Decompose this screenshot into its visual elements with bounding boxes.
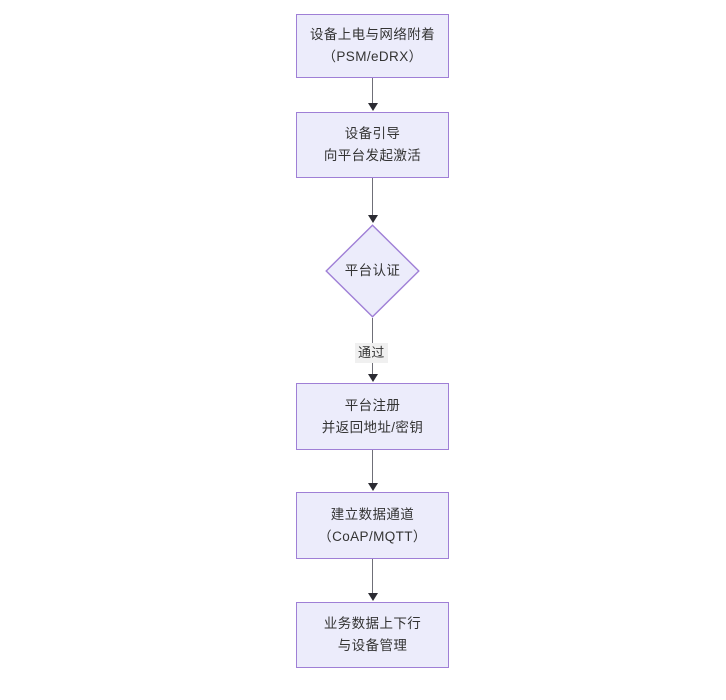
node-establish-data-channel-line-1: 建立数据通道 [330,506,415,522]
edge-n4-n5-arrowhead [367,483,378,491]
node-business-data-device-mgmt-line-2: 与设备管理 [337,638,408,653]
node-platform-auth-label: 平台认证 [344,263,401,278]
edge-n2-n3 [372,178,374,216]
node-device-bootstrap-line-1: 设备引导 [344,126,401,141]
node-platform-register-line-1: 平台注册 [344,397,401,413]
node-business-data-device-mgmt-line-1: 业务数据上下行 [323,616,422,631]
node-business-data-device-mgmt[interactable]: 业务数据上下行 与设备管理 [296,602,449,668]
diamond-shape-icon [325,224,420,318]
node-device-bootstrap-line-2: 向平台发起激活 [323,148,422,163]
edge-n3-n4-arrowhead [367,374,378,382]
node-platform-auth-decision[interactable]: 平台认证 [325,224,420,318]
edge-n1-n2 [372,78,374,104]
node-power-on-attach[interactable]: 设备上电与网络附着 （PSM/eDRX） [296,14,449,78]
node-power-on-attach-line-2: （PSM/eDRX） [322,49,423,64]
edge-n2-n3-arrowhead [367,215,378,223]
node-platform-register[interactable]: 平台注册 并返回地址/密钥 [296,383,449,450]
node-platform-register-line-2: 并返回地址/密钥 [321,419,424,435]
edge-n4-n5 [372,450,374,484]
edge-label-pass: 通过 [355,343,388,363]
node-establish-data-channel-line-2: （CoAP/MQTT） [318,528,427,544]
node-establish-data-channel[interactable]: 建立数据通道 （CoAP/MQTT） [296,492,449,559]
node-device-bootstrap[interactable]: 设备引导 向平台发起激活 [296,112,449,178]
node-power-on-attach-line-1: 设备上电与网络附着 [309,27,436,42]
edge-n5-n6-arrowhead [367,593,378,601]
edge-n5-n6 [372,559,374,594]
edge-n1-n2-arrowhead [367,103,378,111]
